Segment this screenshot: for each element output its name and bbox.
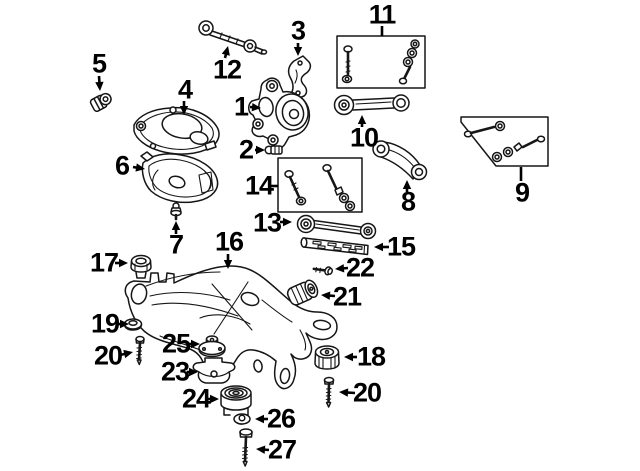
callout-19-washer: 19 xyxy=(90,308,120,339)
callout-9-hardware-kit: 9 xyxy=(514,177,530,208)
callout-21-bushing: 21 xyxy=(332,281,362,312)
callout-8-curved-arm: 8 xyxy=(400,186,416,217)
part-arm-10 xyxy=(333,94,410,116)
part-mount-24 xyxy=(220,385,252,416)
kit-box-14 xyxy=(277,157,363,213)
part-link-12 xyxy=(198,20,268,55)
part-bushing-21 xyxy=(286,279,319,306)
kit-box-11 xyxy=(336,35,426,89)
part-arm-13 xyxy=(296,214,377,240)
part-upper-arm-4 xyxy=(133,106,220,155)
part-bolt-20-right xyxy=(323,376,335,408)
callout-2-bolt: 2 xyxy=(238,134,254,165)
part-bolt-27 xyxy=(239,428,253,467)
part-mount-17 xyxy=(130,254,152,279)
callout-27-bolt-long: 27 xyxy=(267,434,297,465)
part-bar-15 xyxy=(300,237,369,256)
part-bolt-2 xyxy=(264,145,283,155)
callout-12-link-rod: 12 xyxy=(212,54,242,85)
callout-20-bolt: 20 xyxy=(352,377,382,408)
callout-18-mount: 18 xyxy=(356,341,386,372)
callout-14-hardware-kit: 14 xyxy=(244,170,274,201)
callout-22-bolt: 22 xyxy=(345,252,375,283)
part-lower-arm-6 xyxy=(140,151,219,204)
part-bushing-5 xyxy=(89,92,112,113)
callout-4-upper-arm: 4 xyxy=(177,74,193,105)
callout-17-body-mount: 17 xyxy=(89,247,119,278)
callout-6-lower-arm: 6 xyxy=(114,150,130,181)
callout-10-lateral-arm: 10 xyxy=(349,122,379,153)
part-bracket-23 xyxy=(192,357,236,384)
callout-24-mount: 24 xyxy=(181,383,211,414)
part-bracket-3 xyxy=(287,55,312,100)
callout-25-mount: 25 xyxy=(161,328,191,359)
part-crossmember-16 xyxy=(124,265,338,390)
callout-5-bushing: 5 xyxy=(91,48,107,79)
callout-arrows xyxy=(95,26,523,454)
callout-13-lateral-arm: 13 xyxy=(252,207,282,238)
callout-20-bolt: 20 xyxy=(93,340,123,371)
part-bolt-20-left xyxy=(135,335,145,366)
part-washer-26 xyxy=(233,413,251,425)
callout-26-washer-nut: 26 xyxy=(266,403,296,434)
callout-1-knuckle: 1 xyxy=(233,91,249,122)
part-bolt-22 xyxy=(312,266,334,276)
part-stud-7 xyxy=(170,202,182,221)
callout-11-hardware-kit: 11 xyxy=(368,0,397,30)
part-mount-18 xyxy=(314,345,340,370)
kit-box-9 xyxy=(460,116,549,167)
callout-16-crossmember: 16 xyxy=(214,226,244,257)
callout-3-bracket: 3 xyxy=(290,15,306,46)
callout-15-adjuster-bar: 15 xyxy=(386,231,416,262)
callout-23-bracket: 23 xyxy=(160,356,190,387)
part-mount-25 xyxy=(198,335,226,358)
callout-7-stud-bolt: 7 xyxy=(168,229,184,260)
part-arm-8 xyxy=(372,140,428,181)
